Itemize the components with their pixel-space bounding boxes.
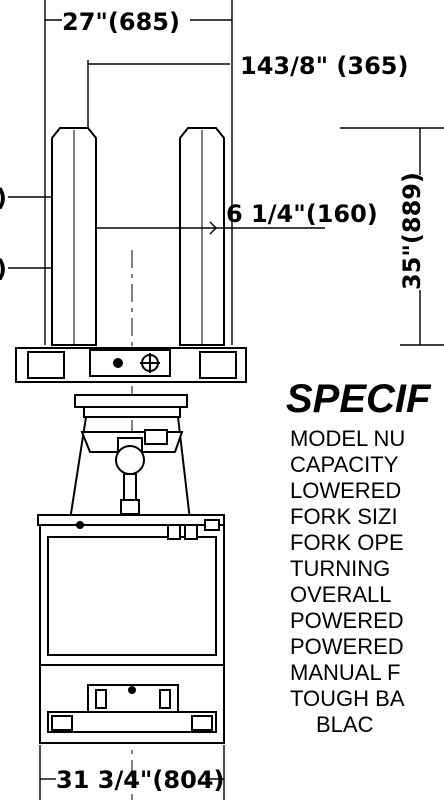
dimension-fork-length bbox=[340, 127, 444, 346]
left-leaders bbox=[8, 196, 52, 269]
fork-crossbar bbox=[15, 347, 247, 383]
left-label-2: ) bbox=[0, 255, 7, 283]
spec-line: FORK OPE bbox=[290, 530, 404, 555]
spec-line: POWERED bbox=[290, 634, 404, 659]
spec-line: BLAC bbox=[316, 712, 374, 737]
dimension-label-fork-inside: 143/8" (365) bbox=[240, 52, 408, 80]
left-label-1: ) bbox=[0, 184, 7, 212]
spec-list: MODEL NU CAPACITY LOWERED FORK SIZI FORK… bbox=[290, 426, 405, 737]
dimension-label-fork-width: 6 1/4"(160) bbox=[226, 200, 378, 228]
spec-line: POWERED bbox=[290, 608, 404, 633]
spec-line: TURNING bbox=[290, 556, 390, 581]
spec-title: SPECIF bbox=[286, 377, 432, 421]
spec-line: TOUGH BA bbox=[290, 686, 405, 711]
spec-line: LOWERED bbox=[290, 478, 401, 503]
dimension-label-base-width: 31 3/4"(804) bbox=[56, 766, 224, 794]
dimension-label-fork-length: 35"(889) bbox=[398, 172, 426, 290]
spec-line: OVERALL bbox=[290, 582, 392, 607]
spec-line: MODEL NU bbox=[290, 426, 405, 451]
truck-base bbox=[39, 664, 225, 744]
spec-line: MANUAL F bbox=[290, 660, 400, 685]
dimension-label-overall-width: 27"(685) bbox=[62, 8, 180, 36]
dimension-fork-width bbox=[96, 221, 325, 235]
spec-line: FORK SIZI bbox=[290, 504, 398, 529]
dimension-base-width bbox=[39, 745, 225, 800]
truck-body bbox=[37, 514, 225, 666]
dimension-overall-width bbox=[44, 0, 233, 345]
spec-line: CAPACITY bbox=[290, 452, 399, 477]
lift-mechanism bbox=[69, 394, 191, 533]
left-fork bbox=[51, 127, 97, 346]
right-fork bbox=[179, 127, 225, 346]
